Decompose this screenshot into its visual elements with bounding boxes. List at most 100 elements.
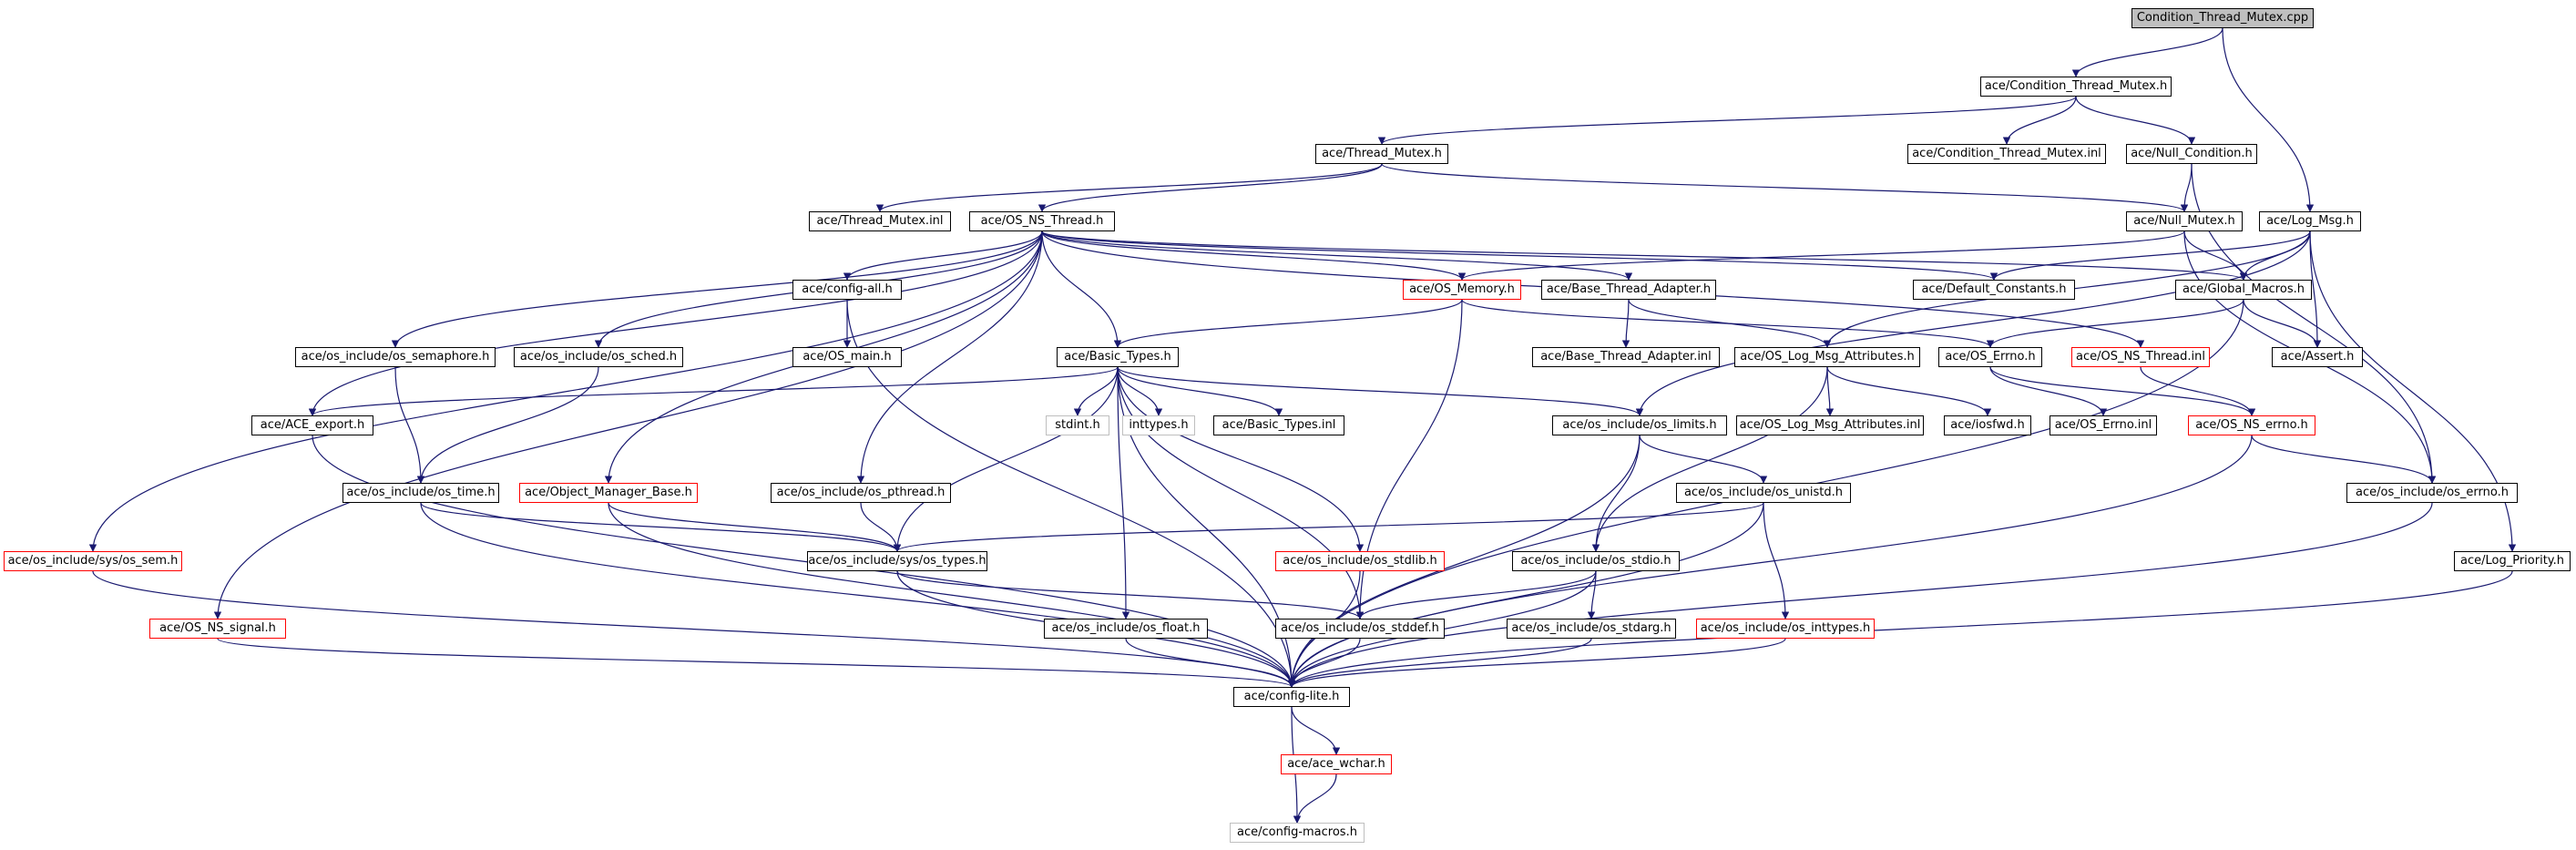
edge-basic_types_h-to-os_limits_h [1117,366,1644,416]
edge-os_include_errno_h-to-config_lite_h [1287,502,2433,688]
edge-log_msg_h-to-default_constants_h [1989,230,2311,281]
node-ace-wchar-h[interactable]: ace/ace_wchar.h [1281,754,1392,774]
edge-os_ns_thread_h-to-default_constants_h [1041,230,1998,281]
edge-basic_types_h-to-os_stddef_h [1117,366,1365,620]
node-os-sched-h[interactable]: ace/os_include/os_sched.h [514,347,683,367]
node-base-thread-adapter-h[interactable]: ace/Base_Thread_Adapter.h [1541,280,1716,300]
node-condition-thread-mutex-inl[interactable]: ace/Condition_Thread_Mutex.inl [1907,144,2106,164]
edge-object_manager_base_h-to-config_lite_h [608,502,1296,688]
node-global-macros-h[interactable]: ace/Global_Macros.h [2175,280,2312,300]
edge-condition_thread_mutex_cpp-to-log_msg_h [2222,27,2315,212]
node-os-semaphore-h[interactable]: ace/os_include/os_semaphore.h [295,347,496,367]
node-os-inttypes-h[interactable]: ace/os_include/os_inttypes.h [1696,619,1875,639]
node-os-unistd-h[interactable]: ace/os_include/os_unistd.h [1676,483,1851,503]
node-thread-mutex-inl[interactable]: ace/Thread_Mutex.inl [809,211,951,231]
node-stdint-h[interactable]: stdint.h [1046,415,1109,435]
node-log-msg-h[interactable]: ace/Log_Msg.h [2259,211,2361,231]
node-basic-types-inl[interactable]: ace/Basic_Types.inl [1213,415,1344,435]
edge-os_limits_h-to-config_lite_h [1287,435,1641,688]
node-os-include-errno-h[interactable]: ace/os_include/os_errno.h [2346,483,2518,503]
edge-basic_types_h-to-basic_types_inl [1117,366,1283,416]
edge-basic_types_h-to-os_types_h [893,366,1119,552]
edge-os_errno_h-to-os_errno_inl [1989,366,2108,416]
edge-os_ns_thread_inl-to-os_ns_errno_h [2140,366,2256,416]
node-inttypes-h[interactable]: inttypes.h [1122,415,1195,435]
edge-thread_mutex_h-to-null_mutex_h [1381,163,2188,212]
edge-os_limits_h-to-os_stdio_h [1591,435,1641,552]
node-os-float-h[interactable]: ace/os_include/os_float.h [1044,619,1208,639]
edge-global_macros_h-to-os_errno_h [1986,299,2244,348]
node-thread-mutex-h[interactable]: ace/Thread_Mutex.h [1315,144,1448,164]
node-os-types-h[interactable]: ace/os_include/sys/os_types.h [807,551,987,571]
node-os-limits-h[interactable]: ace/os_include/os_limits.h [1552,415,1727,435]
edge-object_manager_base_h-to-os_types_h [608,502,902,552]
node-ace-export-h[interactable]: ace/ACE_export.h [251,415,373,435]
node-os-stdio-h[interactable]: ace/os_include/os_stdio.h [1512,551,1680,571]
node-os-stdlib-h[interactable]: ace/os_include/os_stdlib.h [1275,551,1445,571]
node-config-all-h[interactable]: ace/config-all.h [792,280,902,300]
edge-os_ns_thread_h-to-os_sem_h [88,230,1043,552]
edge-os_float_h-to-config_lite_h [1125,638,1296,688]
edge-os_ns_thread_h-to-os_ns_signal_h [213,230,1043,620]
node-os-time-h[interactable]: ace/os_include/os_time.h [342,483,499,503]
edge-basic_types_h-to-inttypes_h [1117,366,1163,416]
node-config-lite-h[interactable]: ace/config-lite.h [1233,687,1350,707]
edge-os_stddef_h-to-config_lite_h [1287,638,1361,688]
node-os-ns-errno-h[interactable]: ace/OS_NS_errno.h [2188,415,2315,435]
edge-os_stdarg_h-to-config_lite_h [1287,638,1592,688]
edge-ace_wchar_h-to-config_macros_h [1293,773,1337,824]
node-null-condition-h[interactable]: ace/Null_Condition.h [2126,144,2257,164]
edge-null_condition_h-to-null_mutex_h [2180,163,2193,212]
node-os-stdarg-h[interactable]: ace/os_include/os_stdarg.h [1507,619,1676,639]
node-log-priority-h[interactable]: ace/Log_Priority.h [2454,551,2571,571]
edge-config_all_h-to-config_lite_h [846,299,1296,688]
node-os-stddef-h[interactable]: ace/os_include/os_stddef.h [1275,619,1445,639]
node-iosfwd-h[interactable]: ace/iosfwd.h [1944,415,2031,435]
node-os-ns-thread-h[interactable]: ace/OS_NS_Thread.h [969,211,1115,231]
node-os-ns-signal-h[interactable]: ace/OS_NS_signal.h [149,619,286,639]
node-basic-types-h[interactable]: ace/Basic_Types.h [1057,347,1179,367]
edge-os_ns_thread_h-to-base_thread_adapter_h [1041,230,1633,281]
edge-os_log_msg_attributes_h-to-iosfwd_h [1826,366,1992,416]
edge-os_ns_thread_h-to-os_semaphore_h [391,230,1043,348]
node-config-macros-h[interactable]: ace/config-macros.h [1230,823,1365,843]
node-os-main-h[interactable]: ace/OS_main.h [792,347,902,367]
node-os-pthread-h[interactable]: ace/os_include/os_pthread.h [771,483,951,503]
edge-condition_thread_mutex_cpp-to-condition_thread_mutex_h [2071,27,2223,77]
edge-log_priority_h-to-config_lite_h [1287,570,2513,688]
edge-os_ns_thread_h-to-os_pthread_h [856,230,1043,484]
node-condition-thread-mutex-h[interactable]: ace/Condition_Thread_Mutex.h [1980,77,2172,97]
edge-os_ns_thread_h-to-global_macros_h [1041,230,2247,281]
edge-os_memory_h-to-basic_types_h [1113,299,1463,348]
edge-os_ns_thread_h-to-basic_types_h [1041,230,1122,348]
node-os-errno-inl[interactable]: ace/OS_Errno.inl [2050,415,2157,435]
edge-os_stdio_h-to-os_stddef_h [1355,570,1597,620]
node-base-thread-adapter-inl[interactable]: ace/Base_Thread_Adapter.inl [1532,347,1720,367]
edge-condition_thread_mutex_h-to-condition_thread_mutex_inl [2002,96,2077,145]
node-assert-h[interactable]: ace/Assert.h [2272,347,2363,367]
edge-os_unistd_h-to-config_lite_h [1287,502,1764,688]
edge-os_ns_thread_h-to-ace_export_h [308,230,1043,416]
node-os-log-msg-attributes-h[interactable]: ace/OS_Log_Msg_Attributes.h [1734,347,1920,367]
edge-config_lite_h-to-ace_wchar_h [1291,706,1341,755]
node-os-log-msg-attributes-inl[interactable]: ace/OS_Log_Msg_Attributes.inl [1736,415,1924,435]
node-default-constants-h[interactable]: ace/Default_Constants.h [1913,280,2075,300]
edge-os_sched_h-to-os_time_h [416,366,599,484]
edge-os_ns_errno_h-to-os_include_errno_h [2251,435,2437,484]
node-null-mutex-h[interactable]: ace/Null_Mutex.h [2126,211,2243,231]
edge-os_inttypes_h-to-config_lite_h [1287,638,1786,688]
edge-thread_mutex_h-to-thread_mutex_inl [875,163,1383,212]
edge-os_types_h-to-os_stddef_h [896,570,1365,620]
edge-os_ns_signal_h-to-config_lite_h [217,638,1295,688]
edge-log_msg_h-to-assert_h [2309,230,2322,348]
node-os-ns-thread-inl[interactable]: ace/OS_NS_Thread.inl [2071,347,2210,367]
node-os-memory-h[interactable]: ace/OS_Memory.h [1403,280,1521,300]
node-object-manager-base-h[interactable]: ace/Object_Manager_Base.h [519,483,698,503]
edge-os_unistd_h-to-os_types_h [894,502,1764,552]
node-os-sem-h[interactable]: ace/os_include/sys/os_sem.h [4,551,182,571]
edge-os_errno_h-to-os_ns_errno_h [1989,366,2256,416]
edge-os_stdio_h-to-os_stdarg_h [1587,570,1597,620]
node-os-errno-h[interactable]: ace/OS_Errno.h [1938,347,2042,367]
edge-thread_mutex_h-to-os_ns_thread_h [1038,163,1383,212]
